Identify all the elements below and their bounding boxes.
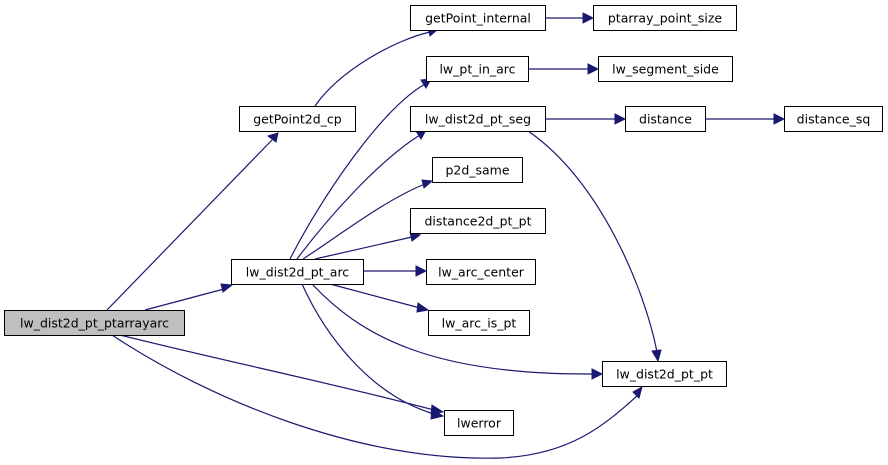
node-box[interactable]: [602, 361, 727, 387]
node-box[interactable]: [432, 157, 523, 183]
arrow-head-icon: [415, 265, 428, 277]
node-label: lw_dist2d_pt_pt: [616, 367, 713, 382]
edge-root-to-lw_dist2d_pt_arc: [144, 283, 234, 311]
edge-getPoint2d_cp-to-getPoint_internal: [314, 26, 440, 107]
node-label: ptarray_point_size: [608, 11, 723, 26]
edge-line: [111, 334, 639, 459]
node-box[interactable]: [784, 106, 883, 132]
edge-line: [289, 83, 426, 260]
arrow-head-icon: [416, 302, 430, 313]
edge-lw_dist2d_pt_seg-to-lw_dist2d_pt_pt: [527, 130, 662, 363]
node-box[interactable]: [426, 56, 529, 82]
node-lw-dist2d-pt-pt[interactable]: lw_dist2d_pt_pt: [602, 361, 727, 387]
node-getPoint-internal[interactable]: getPoint_internal: [410, 5, 546, 31]
arrow-head-icon: [632, 385, 643, 399]
node-label: getPoint2d_cp: [253, 112, 342, 127]
edge-line: [311, 283, 593, 375]
edge-line: [329, 283, 421, 309]
arrow-head-icon: [591, 368, 604, 380]
node-label: lwerror: [457, 416, 502, 431]
node-lw-segment-side[interactable]: lw_segment_side: [598, 56, 733, 82]
node-label: distance2d_pt_pt: [424, 214, 531, 229]
edge-distance-to-distance_sq: [705, 113, 786, 125]
node-box[interactable]: [231, 259, 364, 285]
edge-getPoint_internal-to-ptarray_point_size: [545, 12, 595, 24]
edge-root-to-lwerror: [119, 334, 445, 415]
node-lw-dist2d-pt-seg[interactable]: lw_dist2d_pt_seg: [410, 106, 546, 132]
node-box[interactable]: [410, 106, 546, 132]
node-label: distance: [639, 112, 692, 127]
edge-root-to-getPoint2d_cp: [106, 132, 279, 311]
edge-line: [106, 139, 273, 311]
node-lwerror[interactable]: lwerror: [444, 410, 514, 436]
edge-lw_dist2d_pt_arc-to-lw_arc_center: [363, 265, 428, 277]
edge-line: [144, 288, 225, 311]
arrow-head-icon: [773, 113, 786, 125]
node-box[interactable]: [444, 410, 514, 436]
edge-lw_dist2d_pt_arc-to-lw_arc_is_pt: [329, 283, 430, 313]
edge-line: [314, 31, 431, 107]
node-box[interactable]: [239, 106, 356, 132]
node-label: lw_segment_side: [612, 62, 719, 77]
arrow-head-icon: [220, 283, 234, 293]
edge-lw_dist2d_pt_arc-to-distance2d_pt_pt: [314, 231, 422, 260]
nodes-layer: lw_dist2d_pt_ptarrayarc getPoint2d_cp lw_d…: [4, 5, 883, 436]
node-lw-pt-in-arc[interactable]: lw_pt_in_arc: [426, 56, 529, 82]
node-label: lw_arc_center: [438, 265, 525, 280]
node-lw-arc-center[interactable]: lw_arc_center: [426, 259, 536, 285]
arrow-head-icon: [614, 113, 627, 125]
node-box[interactable]: [598, 56, 733, 82]
node-lw-arc-is-pt[interactable]: lw_arc_is_pt: [428, 310, 530, 336]
edge-lw_dist2d_pt_arc-to-lwerror: [301, 283, 445, 420]
edge-lw_dist2d_pt_arc-to-lw_dist2d_pt_seg: [296, 129, 427, 260]
edge-line: [527, 130, 658, 353]
node-getPoint2d-cp[interactable]: getPoint2d_cp: [239, 106, 356, 132]
edge-line: [314, 236, 413, 260]
node-label: lw_dist2d_pt_ptarrayarc: [20, 316, 169, 331]
node-label: lw_arc_is_pt: [442, 316, 517, 331]
node-label: lw_dist2d_pt_seg: [425, 112, 531, 127]
edges-layer: [106, 12, 786, 459]
edge-lw_dist2d_pt_seg-to-distance: [545, 113, 627, 125]
node-box[interactable]: [426, 259, 536, 285]
node-distance2d-pt-pt[interactable]: distance2d_pt_pt: [410, 208, 546, 234]
edge-line: [296, 134, 421, 260]
node-box[interactable]: [625, 106, 706, 132]
arrow-head-icon: [266, 132, 279, 143]
edge-lw_dist2d_pt_arc-to-p2d_same: [302, 179, 434, 260]
arrow-head-icon: [421, 179, 434, 189]
node-lw-dist2d-pt-arc[interactable]: lw_dist2d_pt_arc: [231, 259, 364, 285]
node-distance-sq[interactable]: distance_sq: [784, 106, 883, 132]
node-label: lw_pt_in_arc: [439, 62, 515, 77]
edge-lw_dist2d_pt_arc-to-lw_dist2d_pt_pt: [311, 283, 604, 380]
node-box[interactable]: [410, 5, 546, 31]
edge-line: [119, 334, 435, 411]
node-distance[interactable]: distance: [625, 106, 706, 132]
node-p2d-same[interactable]: p2d_same: [432, 157, 523, 183]
arrow-head-icon: [430, 408, 445, 420]
node-box[interactable]: [428, 310, 530, 336]
edge-lw_pt_in_arc-to-lw_segment_side: [528, 63, 600, 75]
node-box[interactable]: [593, 5, 737, 31]
node-box[interactable]: [4, 310, 185, 336]
node-label: distance_sq: [797, 112, 871, 127]
arrow-head-icon: [587, 63, 600, 75]
arrow-head-icon: [582, 12, 595, 24]
node-label: getPoint_internal: [425, 11, 531, 26]
node-label: p2d_same: [445, 163, 509, 178]
edge-line: [302, 183, 426, 260]
edge-root-to-lw_dist2d_pt_pt: [111, 334, 643, 459]
node-root[interactable]: lw_dist2d_pt_ptarrayarc: [4, 310, 185, 336]
edge-line: [301, 283, 435, 415]
node-box[interactable]: [410, 208, 546, 234]
node-label: lw_dist2d_pt_arc: [246, 265, 350, 280]
arrow-head-icon: [651, 349, 662, 363]
node-ptarray-point-size[interactable]: ptarray_point_size: [593, 5, 737, 31]
